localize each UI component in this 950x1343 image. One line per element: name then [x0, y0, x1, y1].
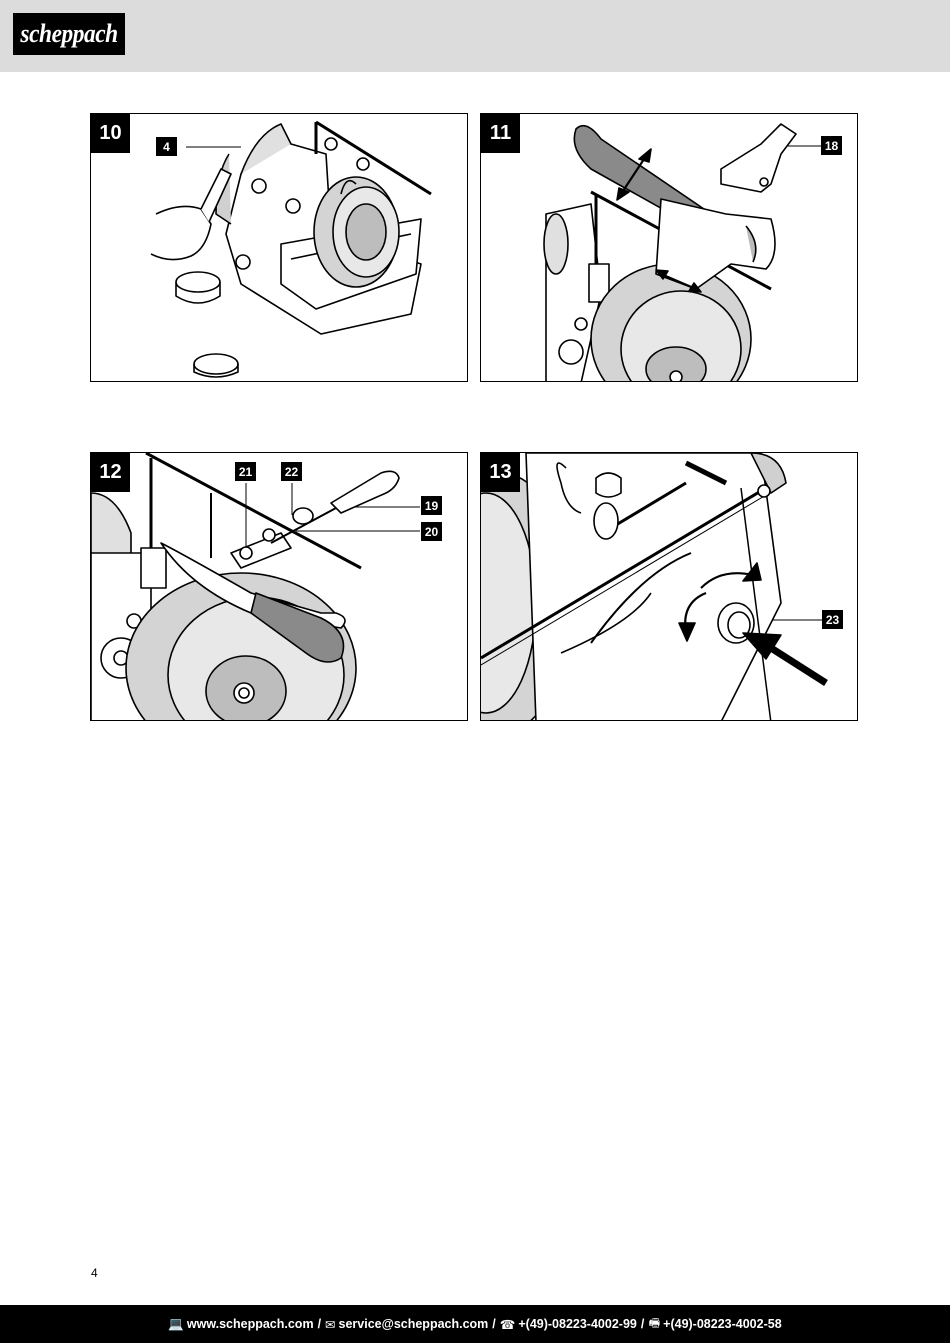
brand-logo: scheppach	[13, 13, 125, 55]
figure-11: 11 18	[480, 113, 858, 382]
illustration-water-adjustment	[481, 453, 828, 720]
figure-10: 10 4	[90, 113, 468, 382]
fax-icon: 🖷	[648, 1315, 661, 1330]
page-number: 4	[91, 1266, 98, 1280]
callout-23: 23	[822, 610, 843, 629]
footer-website[interactable]: www.scheppach.com	[186, 1317, 314, 1331]
callout-22: 22	[281, 462, 302, 481]
figure-12: 12 21 22 19 20	[90, 452, 468, 721]
callout-21: 21	[235, 462, 256, 481]
footer-fax: +(49)-08223-4002-58	[663, 1317, 782, 1331]
callout-4: 4	[156, 137, 177, 156]
header-bar: scheppach	[0, 0, 950, 72]
figure-number: 10	[91, 114, 130, 153]
footer-email[interactable]: service@scheppach.com	[338, 1317, 489, 1331]
footer-phone: +(49)-08223-4002-99	[518, 1317, 637, 1331]
mail-icon: ✉	[325, 1317, 336, 1332]
footer-separator: /	[317, 1317, 322, 1331]
callout-18: 18	[821, 136, 842, 155]
footer-separator: /	[640, 1317, 645, 1331]
computer-icon: 💻	[168, 1316, 184, 1331]
callout-19: 19	[421, 496, 442, 515]
illustration-knife-sharpening	[91, 453, 420, 720]
figure-number: 13	[481, 453, 520, 492]
figure-13: 13 23 + –	[480, 452, 858, 721]
footer-separator: /	[492, 1317, 496, 1331]
callout-20: 20	[421, 522, 442, 541]
illustration-grinder-honing	[150, 120, 432, 378]
illustration-axe-sharpening	[543, 123, 821, 381]
figure-number: 11	[481, 114, 520, 153]
figure-number: 12	[91, 453, 130, 492]
brand-logo-text: scheppach	[20, 19, 118, 48]
phone-icon: ☎	[499, 1317, 516, 1332]
footer-bar: 💻 www.scheppach.com / ✉ service@scheppac…	[0, 1305, 950, 1343]
